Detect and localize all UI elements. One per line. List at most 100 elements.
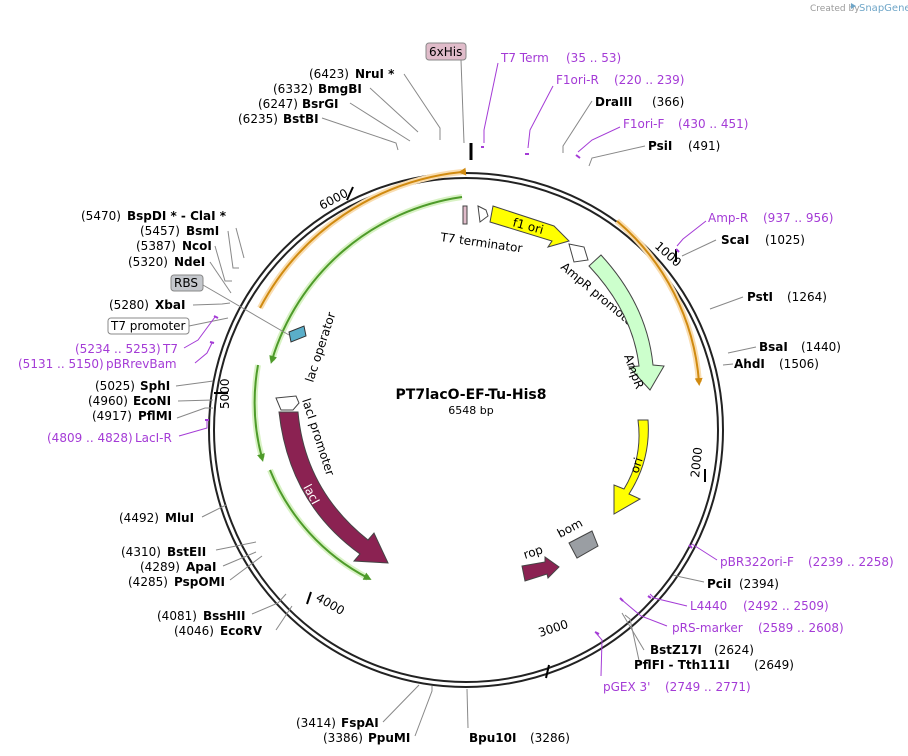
primer-t7[interactable]: (5234 .. 5253) T7 — [75, 342, 178, 356]
enzyme-sphi[interactable]: (5025) SphI — [95, 379, 170, 393]
svg-text:(430 .. 451): (430 .. 451) — [678, 117, 748, 131]
enzyme-fspai[interactable]: (3414) FspAI — [296, 716, 379, 730]
enzyme-pspomi[interactable]: (4285) PspOMI — [128, 575, 225, 589]
svg-text:BstZ17I: BstZ17I — [650, 643, 702, 657]
svg-text:(4960): (4960) — [88, 394, 128, 408]
svg-text:T7: T7 — [162, 342, 178, 356]
svg-text:(5280): (5280) — [109, 298, 149, 312]
svg-text:(6235): (6235) — [238, 112, 278, 126]
svg-text:(1264): (1264) — [787, 290, 827, 304]
svg-text:L4440: L4440 — [690, 599, 727, 613]
tick-label-3000: 3000 — [537, 617, 570, 640]
primer-laci-r[interactable]: (4809 .. 4828) LacI-R — [47, 431, 172, 445]
svg-text:(6332): (6332) — [273, 82, 313, 96]
svg-text:(1506): (1506) — [779, 357, 819, 371]
svg-text:PsiI: PsiI — [648, 139, 672, 153]
primer-f1ori-r[interactable]: F1ori-R (220 .. 239) — [556, 73, 684, 87]
svg-text:(5387): (5387) — [136, 239, 176, 253]
feature-his-tag — [462, 205, 468, 225]
feature-label-rop: rop — [522, 542, 545, 561]
feature-ori — [613, 419, 649, 515]
enzyme-draiii[interactable]: DraIII (366) — [595, 95, 684, 109]
enzyme-bspdi-clai[interactable]: (5470) BspDI * - ClaI * — [81, 209, 227, 223]
enzyme-pflfi-tth111i[interactable]: PflFI - Tth111I (2649) — [634, 658, 794, 672]
feature-f1-ori — [489, 205, 570, 248]
primer-prs-marker[interactable]: pRS-marker (2589 .. 2608) — [672, 621, 844, 635]
enzyme-nrui[interactable]: (6423) NruI * — [309, 67, 395, 81]
enzyme-bstbi[interactable]: (6235) BstBI — [238, 112, 319, 126]
box-6xhis — [425, 42, 467, 61]
plasmid-name: PT7lacO-EF-Tu-His8 — [396, 387, 547, 403]
svg-text:BsmI: BsmI — [186, 224, 219, 238]
enzyme-bsteii[interactable]: (4310) BstEII — [121, 545, 206, 559]
primer-pbrrevbam[interactable]: (5131 .. 5150) pBRrevBam — [18, 357, 177, 371]
svg-text:PstI: PstI — [747, 290, 773, 304]
svg-text:(2624): (2624) — [714, 643, 754, 657]
feature-label-ori: ori — [628, 456, 646, 475]
svg-text:(3386): (3386) — [323, 731, 363, 745]
feature-bom — [568, 530, 599, 559]
enzyme-mlui[interactable]: (4492) MluI — [119, 511, 194, 525]
plasmid-length: 6548 bp — [448, 404, 493, 417]
box-6xhis-label: 6xHis — [429, 45, 462, 59]
svg-text:(491): (491) — [688, 139, 720, 153]
enzyme-ncoi[interactable]: (5387) NcoI — [136, 239, 212, 253]
tick-label-4000: 4000 — [314, 590, 347, 617]
feature-ampr-promoter — [568, 243, 589, 263]
enzyme-econi[interactable]: (4960) EcoNI — [88, 394, 171, 408]
enzyme-leaders — [175, 73, 757, 737]
enzyme-bsmi[interactable]: (5457) BsmI — [140, 224, 219, 238]
credit-text: Created by — [810, 4, 860, 14]
primer-arc-green2 — [253, 364, 265, 462]
primer-f1ori-f[interactable]: F1ori-F (430 .. 451) — [623, 117, 748, 131]
enzyme-ppumi[interactable]: (3386) PpuMI — [323, 731, 410, 745]
svg-text:ScaI: ScaI — [721, 233, 749, 247]
enzyme-apai[interactable]: (4289) ApaI — [140, 560, 216, 574]
box-rbs — [170, 274, 204, 292]
svg-text:NdeI: NdeI — [174, 255, 205, 269]
primer-amp-r[interactable]: Amp-R (937 .. 956) — [708, 211, 833, 225]
primer-t7-term[interactable]: T7 Term (35 .. 53) — [500, 51, 621, 65]
feature-laci — [278, 411, 389, 564]
enzyme-bmgbi[interactable]: (6332) BmgBI — [273, 82, 362, 96]
svg-text:MluI: MluI — [165, 511, 194, 525]
svg-text:(4285): (4285) — [128, 575, 168, 589]
svg-text:(5457): (5457) — [140, 224, 180, 238]
svg-text:PflFI - Tth111I: PflFI - Tth111I — [634, 658, 730, 672]
enzyme-psii[interactable]: PsiI (491) — [648, 139, 720, 153]
backbone-inner — [213, 177, 719, 683]
svg-text:(4310): (4310) — [121, 545, 161, 559]
enzyme-ndei[interactable]: (5320) NdeI — [128, 255, 205, 269]
enzyme-xbai[interactable]: (5280) XbaI — [109, 298, 185, 312]
primer-pbr322ori-f[interactable]: pBR322ori-F (2239 .. 2258) — [720, 555, 894, 569]
svg-text:NruI *: NruI * — [355, 67, 395, 81]
svg-text:F1ori-R: F1ori-R — [556, 73, 599, 87]
enzyme-pcii[interactable]: PciI (2394) — [707, 577, 779, 591]
svg-text:(220 .. 239): (220 .. 239) — [614, 73, 684, 87]
primer-pgex-3[interactable]: pGEX 3' (2749 .. 2771) — [603, 680, 751, 694]
feature-ampr — [588, 254, 665, 391]
svg-text:(4289): (4289) — [140, 560, 180, 574]
primer-l4440[interactable]: L4440 (2492 .. 2509) — [690, 599, 829, 613]
svg-text:BspDI * - ClaI *: BspDI * - ClaI * — [127, 209, 227, 223]
svg-text:(3286): (3286) — [530, 731, 570, 745]
svg-text:(4809 .. 4828): (4809 .. 4828) — [47, 431, 133, 445]
enzyme-bsrgi[interactable]: (6247) BsrGI — [258, 97, 339, 111]
svg-text:(4081): (4081) — [157, 609, 197, 623]
svg-text:DraIII: DraIII — [595, 95, 632, 109]
enzyme-bstz17i[interactable]: BstZ17I (2624) — [650, 643, 754, 657]
enzyme-ecorv[interactable]: (4046) EcoRV — [174, 624, 263, 638]
svg-text:F1ori-F: F1ori-F — [623, 117, 664, 131]
enzyme-ahdi[interactable]: AhdI (1506) — [734, 357, 819, 371]
feature-t7-terminator — [477, 205, 489, 223]
enzyme-bpu10i[interactable]: Bpu10I (3286) — [469, 731, 570, 745]
primer-arc-f1 — [259, 167, 467, 309]
enzyme-bsai[interactable]: BsaI (1440) — [759, 340, 841, 354]
enzyme-psti[interactable]: PstI (1264) — [747, 290, 827, 304]
svg-text:EcoRV: EcoRV — [220, 624, 263, 638]
svg-text:SphI: SphI — [140, 379, 170, 393]
enzyme-bsshii[interactable]: (4081) BssHII — [157, 609, 245, 623]
enzyme-pflmi[interactable]: (4917) PflMI — [92, 409, 172, 423]
svg-text:BstEII: BstEII — [167, 545, 206, 559]
enzyme-scai[interactable]: ScaI (1025) — [721, 233, 805, 247]
